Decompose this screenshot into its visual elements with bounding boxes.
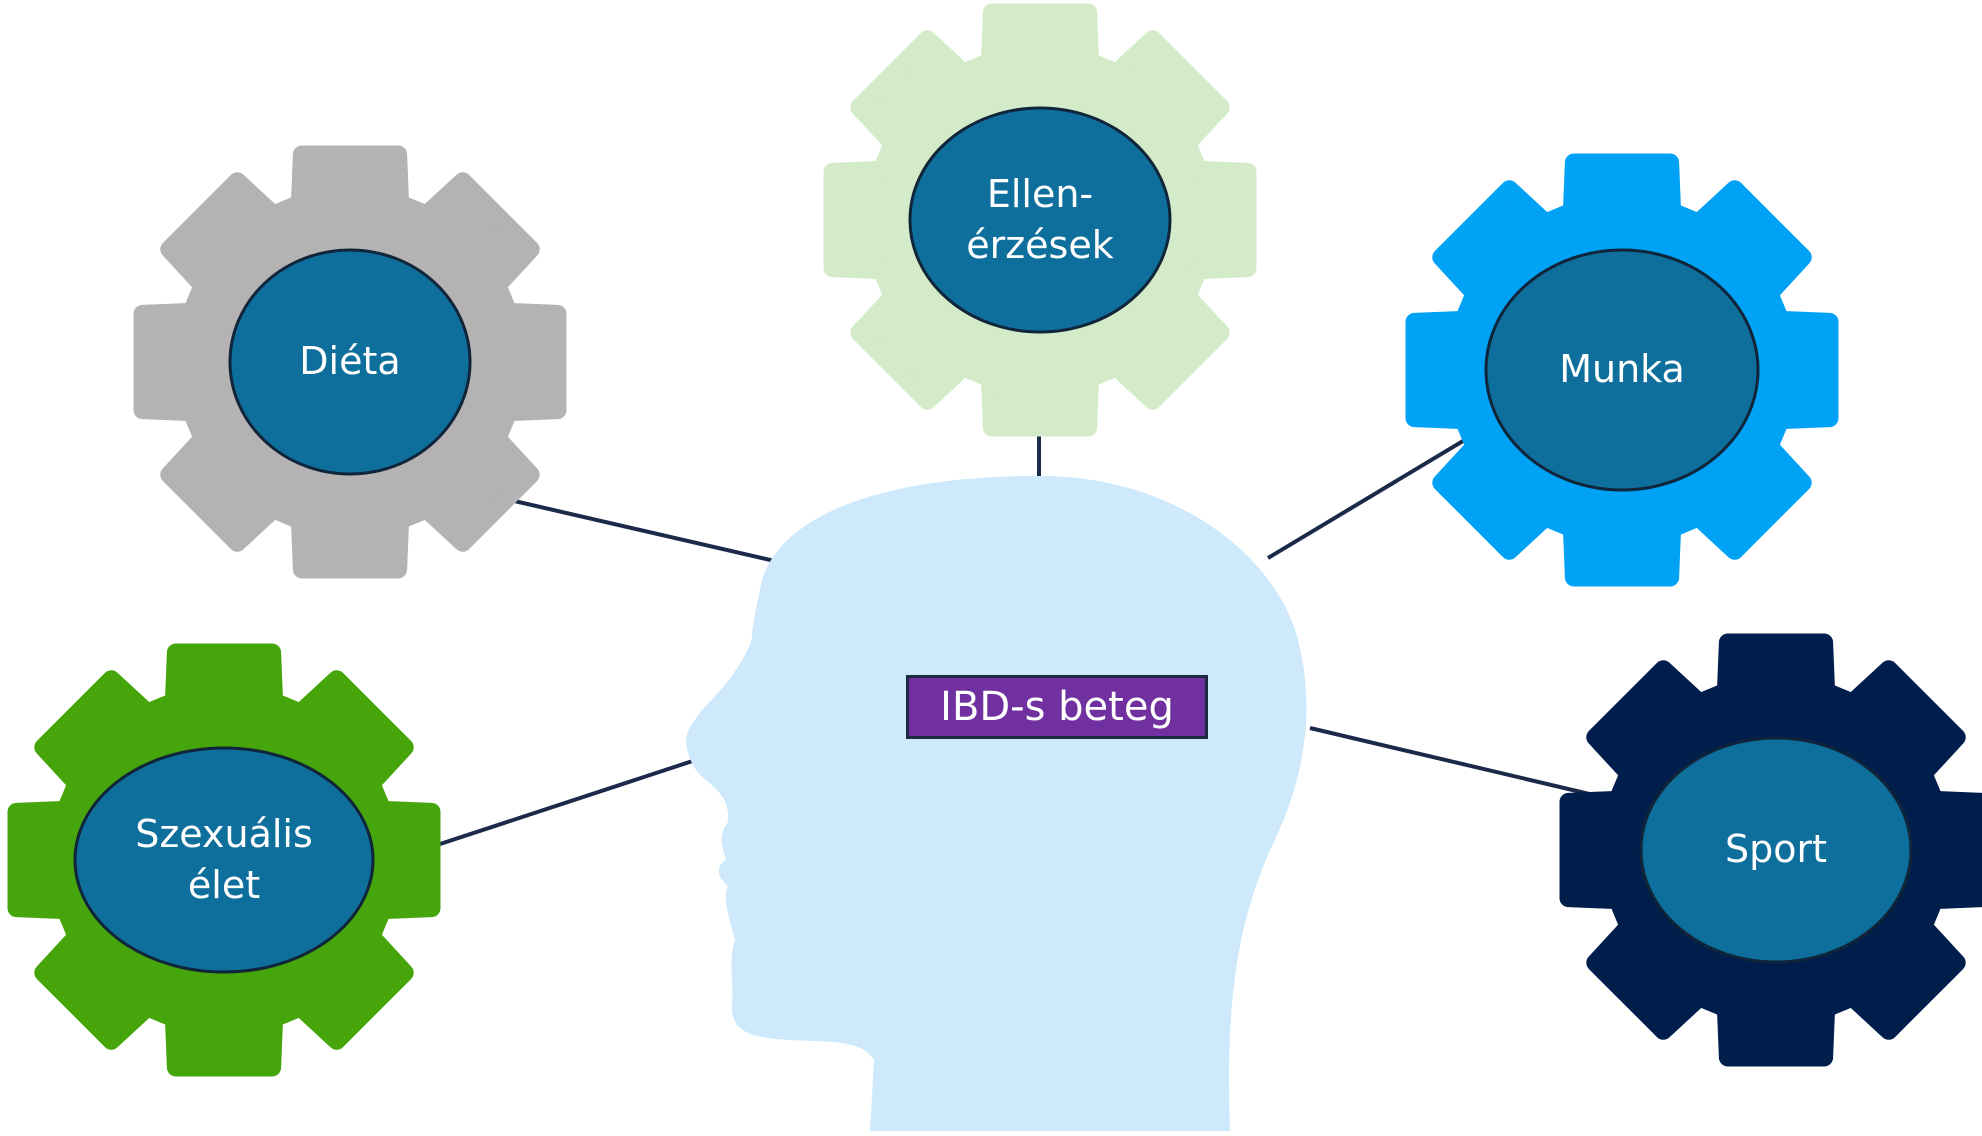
gear-label-szexualis-elet: Szexuális élet <box>75 748 373 972</box>
gear-label-ellenerzesek: Ellen- érzések <box>910 108 1170 332</box>
center-label-box: IBD-s beteg <box>906 675 1208 739</box>
connector-szexualis-elet <box>437 752 720 845</box>
gear-label-dieta: Diéta <box>230 250 470 474</box>
head-silhouette <box>686 476 1306 1131</box>
gear-label-sport: Sport <box>1641 738 1911 962</box>
connector-dieta <box>510 500 805 568</box>
center-label: IBD-s beteg <box>940 684 1174 730</box>
gear-label-munka: Munka <box>1486 250 1758 490</box>
connector-sport <box>1310 728 1615 800</box>
